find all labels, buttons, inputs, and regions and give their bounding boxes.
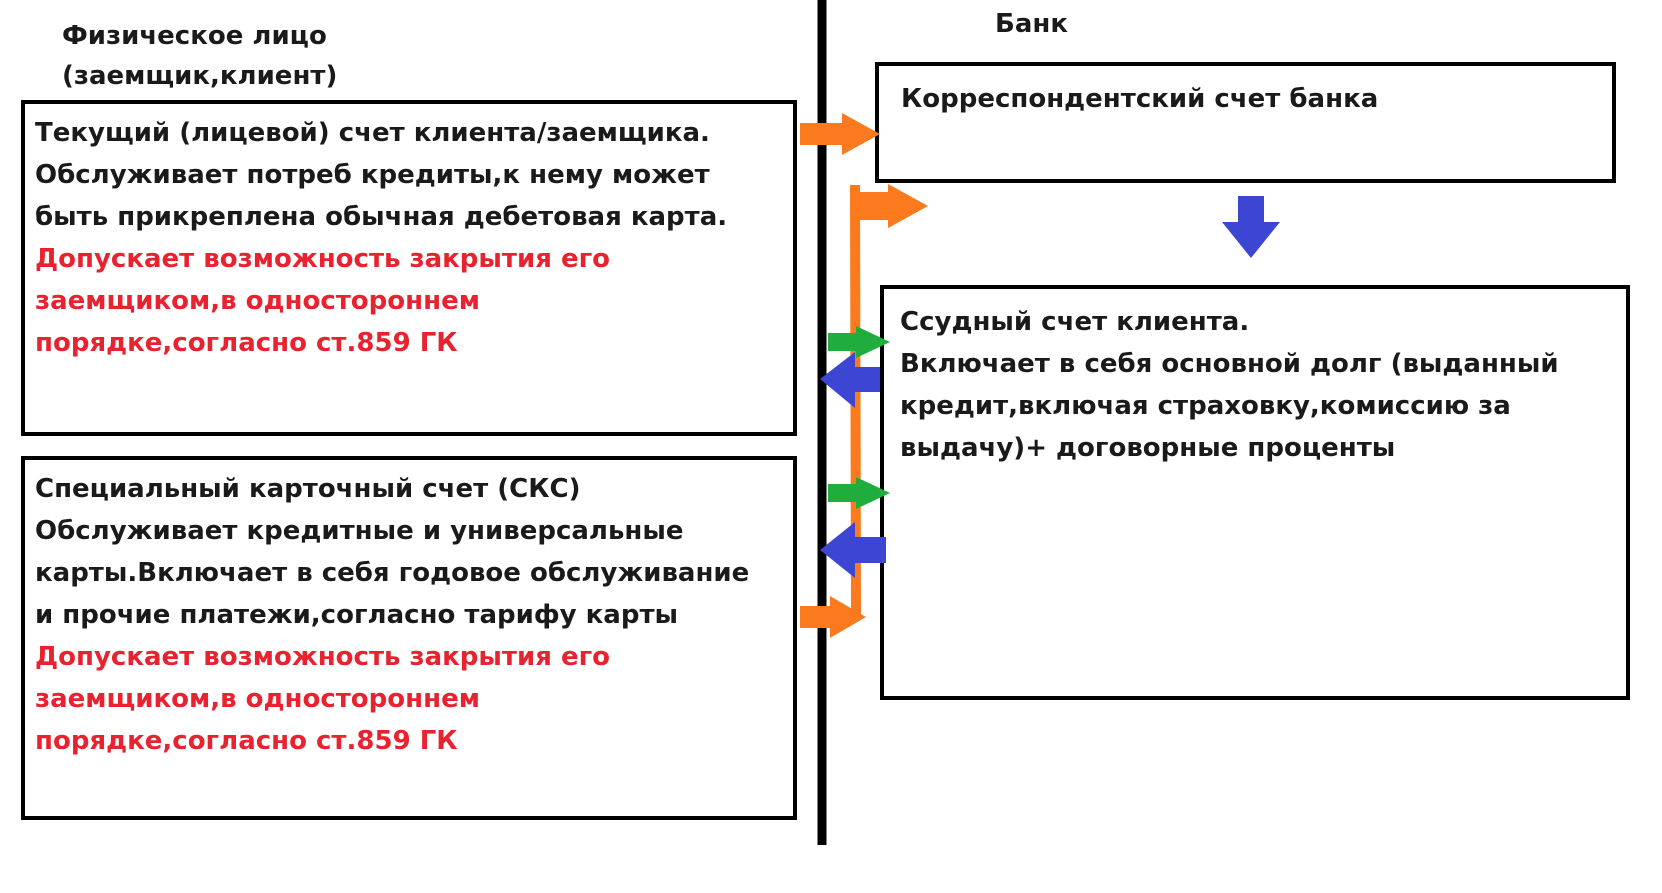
- person-heading-subtitle: (заемщик,клиент): [62, 61, 338, 91]
- current-account-box: Текущий (лицевой) счет клиента/заемщика.…: [21, 100, 797, 436]
- card-account-box: Специальный карточный счет (СКС) Обслужи…: [21, 456, 797, 820]
- orange-connector-vertical: [850, 185, 861, 618]
- person-heading-title: Физическое лицо: [62, 21, 327, 51]
- card-account-closure-line: заемщиком,в одностороннем: [35, 684, 480, 714]
- current-account-line: Обслуживает потреб кредиты,к нему может: [35, 160, 710, 190]
- green-arrow-current-to-loan: [828, 326, 890, 358]
- blue-arrow-loan-to-card: [820, 522, 886, 578]
- card-account-closure-line: Допускает возможность закрытия его: [35, 642, 611, 672]
- orange-arrow-card-to-connector: [800, 596, 866, 638]
- loan-account-line: Включает в себя основной долг (выданный: [900, 349, 1559, 379]
- blue-arrow-loan-to-current: [820, 352, 880, 408]
- current-account-line: быть прикреплена обычная дебетовая карта…: [35, 202, 728, 232]
- card-account-line: карты.Включает в себя годовое обслуживан…: [35, 558, 750, 588]
- current-account-line: Текущий (лицевой) счет клиента/заемщика.: [35, 118, 710, 148]
- correspondent-account-label: Корреспондентский счет банка: [901, 84, 1379, 114]
- blue-arrow-down: [1222, 196, 1280, 258]
- card-account-line: Обслуживает кредитные и универсальные: [35, 516, 684, 546]
- orange-arrow-current-to-correspondent: [800, 113, 880, 155]
- loan-account-line: кредит,включая страховку,комиссию за: [900, 391, 1511, 421]
- card-account-line: Специальный карточный счет (СКС): [35, 474, 581, 504]
- loan-account-line: Ссудный счет клиента.: [900, 307, 1250, 337]
- card-account-closure-line: порядке,согласно ст.859 ГК: [35, 726, 458, 756]
- current-account-closure-line: заемщиком,в одностороннем: [35, 286, 480, 316]
- loan-account-line: выдачу)+ договорные проценты: [900, 433, 1396, 463]
- card-account-line: и прочие платежи,согласно тарифу карты: [35, 600, 679, 630]
- green-arrow-card-to-loan: [828, 477, 890, 509]
- current-account-closure-line: Допускает возможность закрытия его: [35, 244, 611, 274]
- person-heading: Физическое лицо (заемщик,клиент): [62, 16, 337, 96]
- bank-heading: Банк: [995, 9, 1068, 39]
- correspondent-account-box: Корреспондентский счет банка: [875, 62, 1616, 183]
- orange-arrow-to-correspondent: [853, 184, 928, 228]
- current-account-closure-line: порядке,согласно ст.859 ГК: [35, 328, 458, 358]
